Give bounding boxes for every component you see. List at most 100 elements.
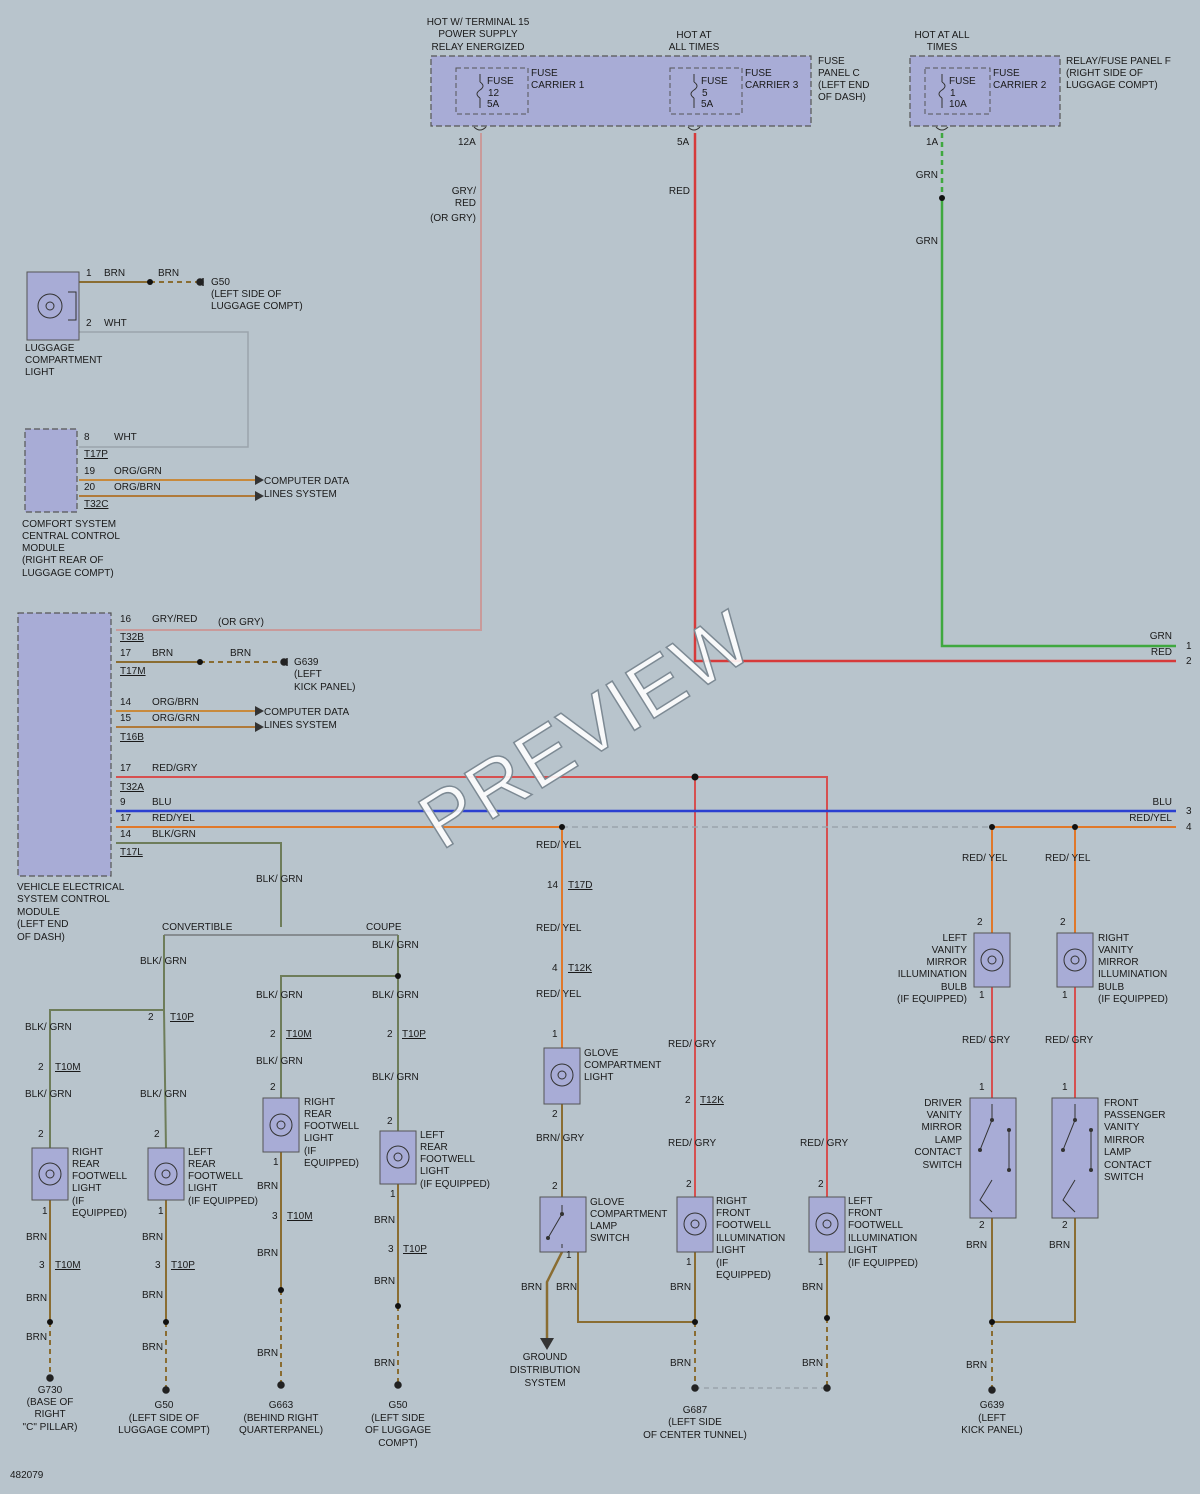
fuse-caption-line: TIMES xyxy=(927,42,958,53)
vanity-switch-components xyxy=(969,1097,1099,1219)
wire-brn xyxy=(545,1251,564,1340)
splice-dots xyxy=(47,195,1078,1325)
system-label: LINES SYSTEM xyxy=(264,489,337,500)
fuse-label: FUSE xyxy=(701,76,728,87)
carrier-label: CARRIER 3 xyxy=(745,80,799,91)
system-label: COMPUTER DATA xyxy=(264,707,350,718)
glove-switch-component xyxy=(539,1196,587,1253)
system-label: COMPUTER DATA xyxy=(264,476,350,487)
wire-label: WHT xyxy=(114,432,137,443)
connector-label: T10M xyxy=(286,1029,312,1040)
wire-label: BLK/ GRN xyxy=(372,940,419,951)
ground-label: (LEFT SIDE OF xyxy=(211,289,281,300)
preview-watermark: PREVIEW xyxy=(404,593,768,866)
ground-label: (LEFT SIDE xyxy=(371,1413,425,1424)
component-label: LIGHT xyxy=(304,1133,333,1144)
connector-label: T32A xyxy=(120,782,144,793)
pin-label: 2 xyxy=(148,1012,154,1023)
fuse-caption-line: HOT AT xyxy=(676,30,711,41)
pin-label: 14 xyxy=(547,880,559,891)
pin-label: 2 xyxy=(270,1029,276,1040)
component-label: FOOTWELL xyxy=(716,1220,771,1231)
component-label: BULB xyxy=(941,982,967,993)
component-label: MIRROR xyxy=(1104,1135,1145,1146)
pin-label: 3 xyxy=(39,1260,45,1271)
component-label: LIGHT xyxy=(716,1245,745,1256)
component-label: RIGHT xyxy=(72,1147,103,1158)
pin-label: 2 xyxy=(977,917,983,928)
connector-label: T17L xyxy=(120,847,143,858)
connector-label: T12K xyxy=(700,1095,724,1106)
panel-label: FUSE xyxy=(818,56,845,67)
wire-blk-grn xyxy=(49,935,165,1150)
arrow-icons xyxy=(255,475,554,1350)
component-label: REAR xyxy=(420,1142,448,1153)
panel-label: (LEFT END xyxy=(818,80,870,91)
component-label: VANITY xyxy=(1104,1122,1140,1133)
wire-label: RED/ GRY xyxy=(668,1138,716,1149)
fuse-caption-line: ALL TIMES xyxy=(669,42,720,53)
wire-label: BRN xyxy=(230,648,251,659)
wire-label: ORG/GRN xyxy=(152,713,200,724)
fuse-icon xyxy=(473,74,949,131)
component-label: (IF xyxy=(304,1146,316,1157)
connector-label: T32C xyxy=(84,499,108,510)
pin-label: 2 xyxy=(387,1029,393,1040)
pin-label: 19 xyxy=(84,466,96,477)
wire-label: GRY/ xyxy=(452,186,476,197)
component-label: EQUIPPED) xyxy=(304,1158,359,1169)
wire-label: RED/ YEL xyxy=(536,840,582,851)
wire-label: BRN xyxy=(802,1282,823,1293)
ground-label: (BASE OF xyxy=(27,1397,74,1408)
carrier-label: CARRIER 1 xyxy=(531,80,585,91)
fuse-caption-line: HOT W/ TERMINAL 15 xyxy=(427,17,530,28)
ground-label: LUGGAGE COMPT) xyxy=(118,1425,210,1436)
ground-label: "C" PILLAR) xyxy=(23,1422,78,1433)
component-label: FOOTWELL xyxy=(420,1154,475,1165)
component-label: COMFORT SYSTEM xyxy=(22,519,116,530)
ground-label: RIGHT xyxy=(34,1409,65,1420)
component-label: MODULE xyxy=(22,543,65,554)
pin-label: 2 xyxy=(979,1220,985,1231)
pin-label: 1 xyxy=(158,1206,164,1217)
component-label: VANITY xyxy=(932,945,968,956)
wire-blk-grn xyxy=(163,1009,167,1151)
wire-label: ORG/BRN xyxy=(114,482,161,493)
wire-red-gry xyxy=(116,776,828,1198)
wire-label: RED/ GRY xyxy=(800,1138,848,1149)
connector-label: T32B xyxy=(120,632,144,643)
ground-label: OF LUGGAGE xyxy=(365,1425,431,1436)
connector-label: T17P xyxy=(84,449,108,460)
component-label: FOOTWELL xyxy=(188,1171,243,1182)
component-label: SWITCH xyxy=(923,1160,962,1171)
wire-blk-grn xyxy=(280,935,399,1100)
ground-label: G50 xyxy=(389,1400,408,1411)
wire-label: BRN xyxy=(374,1276,395,1287)
fuse-label: 5 xyxy=(702,88,708,99)
component-label: MIRROR xyxy=(926,957,967,968)
panel-label: RELAY/FUSE PANEL F xyxy=(1066,56,1171,67)
component-label: (IF EQUIPPED) xyxy=(897,994,967,1005)
pin-label: 2 xyxy=(818,1179,824,1190)
ground-label: (LEFT SIDE xyxy=(668,1417,722,1428)
component-label: RIGHT xyxy=(304,1097,335,1108)
component-label: FRONT xyxy=(1104,1098,1138,1109)
fuse-caption-line: HOT AT ALL xyxy=(914,30,969,41)
wire-red xyxy=(693,133,1176,663)
component-label: ILLUMINATION xyxy=(1098,969,1167,980)
continuation-number: 1 xyxy=(1186,641,1192,652)
pin-label: 2 xyxy=(1062,1220,1068,1231)
component-label: GLOVE xyxy=(590,1197,625,1208)
arrow-icon xyxy=(255,722,264,732)
wire-label: BRN xyxy=(26,1293,47,1304)
wire-label: BLK/ GRN xyxy=(256,1056,303,1067)
wire-label: BRN xyxy=(521,1282,542,1293)
wire-label: (OR GRY) xyxy=(430,213,476,224)
panel-label: (RIGHT SIDE OF xyxy=(1066,68,1143,79)
ground-label: (LEFT SIDE OF xyxy=(129,1413,199,1424)
wire-label: BLK/ GRN xyxy=(25,1022,72,1033)
wire-label: BRN xyxy=(257,1181,278,1192)
wire-label: GRY/RED xyxy=(152,614,197,625)
component-label: LUGGAGE xyxy=(25,343,75,354)
fuse-label: 12 xyxy=(488,88,500,99)
